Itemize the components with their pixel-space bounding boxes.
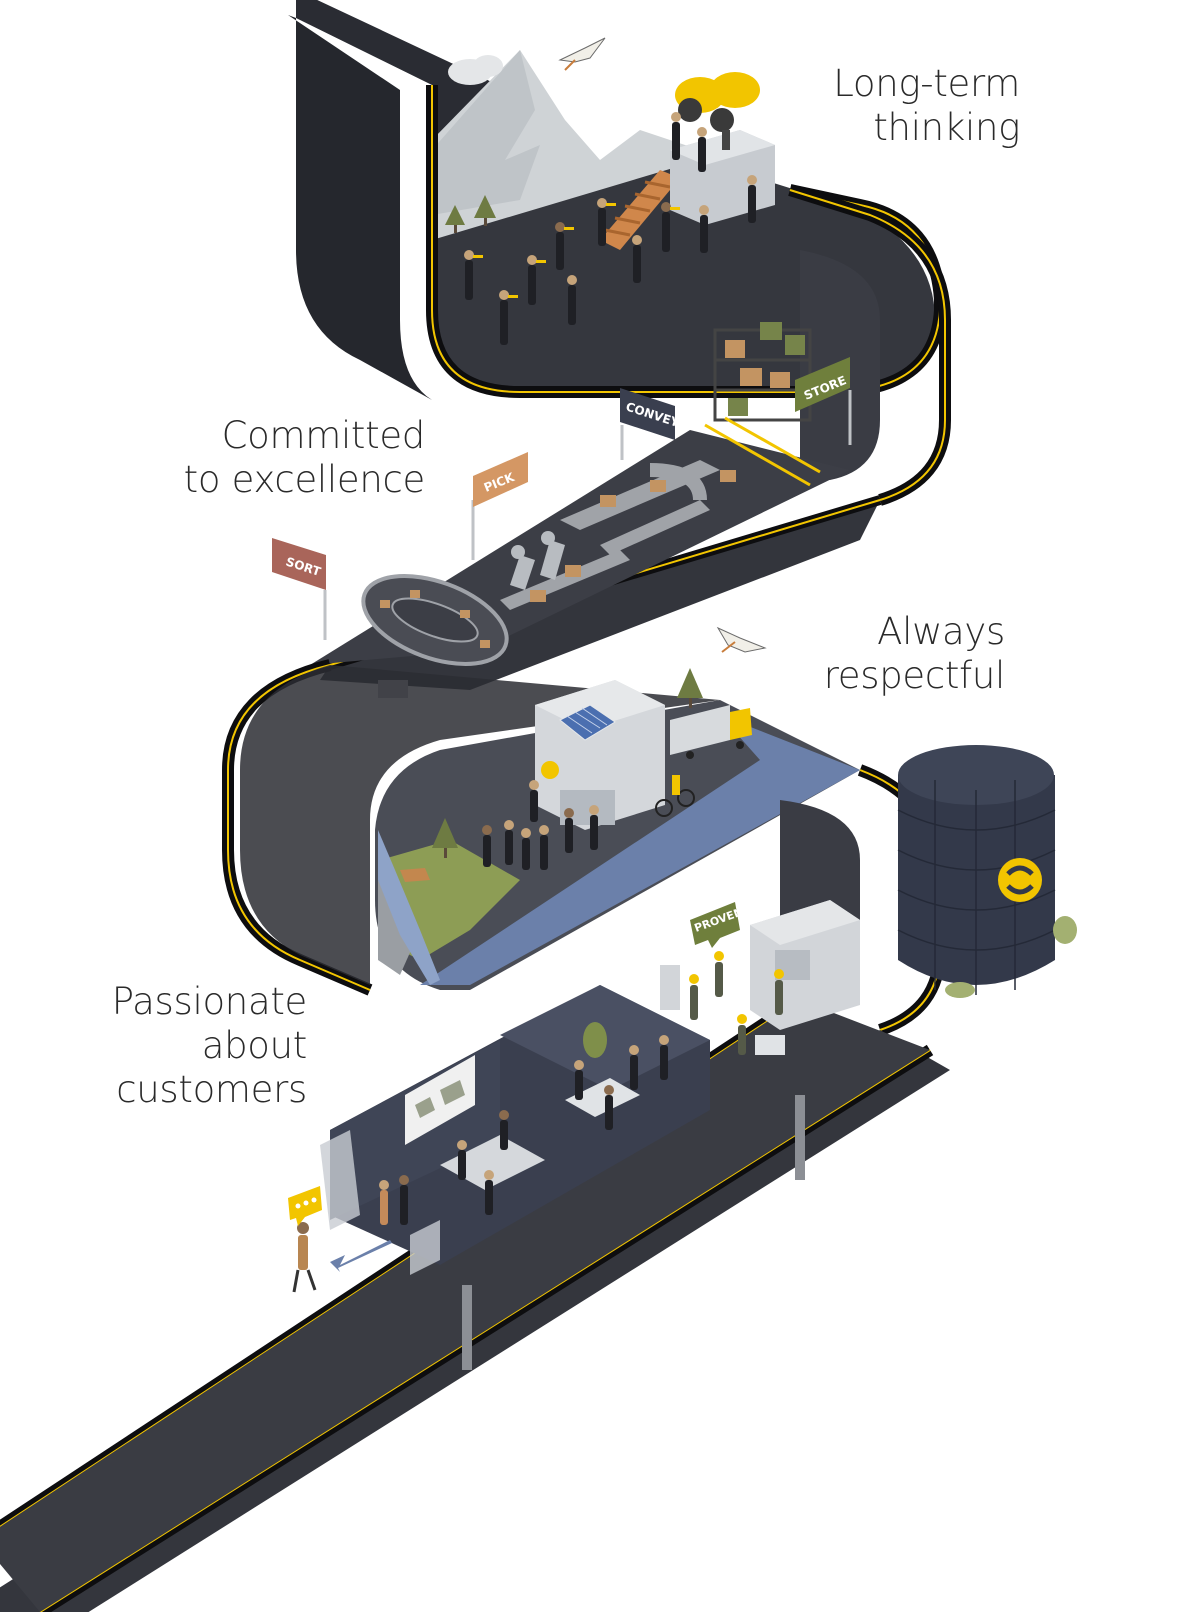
binoculars-icon — [675, 72, 760, 150]
belt-wall-left — [288, 15, 432, 400]
sign-store: STORE — [795, 357, 852, 445]
work-desk — [565, 1078, 640, 1117]
passionate-about-customers-section: PROVEN — [0, 900, 950, 1612]
value-line: thinking — [873, 106, 1020, 149]
office-people — [379, 1035, 669, 1225]
sign-sort: SORT — [272, 538, 327, 640]
value-label-committed-to-excellence: Committed to excellence — [183, 414, 426, 502]
deer — [400, 868, 430, 882]
tank-logo-icon — [998, 858, 1042, 902]
value-label-long-term-thinking: Long-term thinking — [833, 62, 1020, 150]
tree-icon — [432, 668, 703, 858]
value-label-passionate-about-customers: Passionate about customers — [111, 980, 308, 1112]
sign-convey: CONVEY — [620, 388, 681, 460]
robot-arm — [510, 531, 565, 590]
conveyor-track — [500, 460, 736, 610]
oval-sorter — [361, 574, 509, 666]
value-line: respectful — [823, 654, 1006, 697]
cloud-icon — [448, 55, 503, 85]
rating-bubble-icon — [288, 1186, 322, 1226]
control-panel — [660, 965, 680, 1010]
plant — [583, 1022, 607, 1058]
cnc-machine — [750, 900, 860, 1030]
walking-customer — [292, 1222, 317, 1293]
proven-badge: PROVEN — [690, 902, 745, 948]
crowd-figures — [464, 112, 757, 345]
truck-icon — [670, 705, 752, 759]
floor-arrow — [330, 1240, 392, 1272]
value-line: Always — [877, 610, 1005, 653]
world-map-icon — [405, 1055, 475, 1145]
tree-icon — [445, 195, 496, 233]
value-line: Long-term — [833, 62, 1020, 105]
bird-icon — [716, 626, 767, 653]
stairs — [600, 170, 680, 250]
meeting-table — [440, 1135, 545, 1190]
workers — [689, 951, 785, 1055]
support-leg — [462, 1285, 472, 1370]
solar-panel-icon — [559, 704, 616, 741]
value-line: Passionate — [111, 980, 308, 1023]
glass-partition — [320, 1130, 360, 1230]
people-group — [482, 780, 599, 870]
value-line: to excellence — [183, 458, 426, 501]
support-leg — [795, 1095, 805, 1180]
eco-building — [535, 680, 665, 830]
storage-rack — [713, 322, 812, 422]
always-respectful-section — [222, 626, 860, 996]
park-ground — [375, 700, 860, 990]
value-label-always-respectful: Always respectful — [823, 610, 1006, 698]
value-line: customers — [116, 1068, 307, 1111]
value-line: Committed — [221, 414, 426, 457]
cyclist — [655, 775, 695, 817]
value-line: about — [201, 1024, 308, 1067]
storage-tank — [897, 745, 1077, 998]
bird-icon — [558, 37, 606, 71]
river — [420, 715, 860, 985]
